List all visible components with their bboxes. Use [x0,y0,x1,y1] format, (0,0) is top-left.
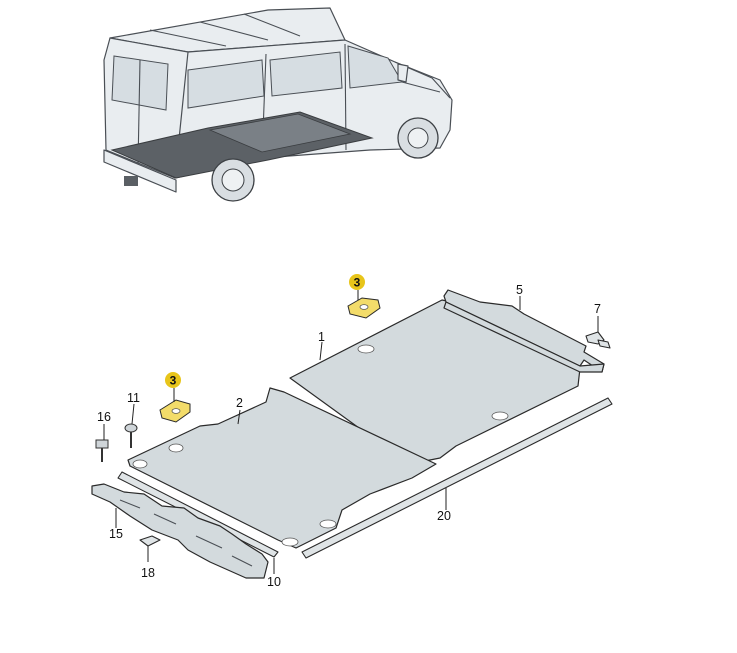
van-illustration [103,7,453,202]
part-1-cutout-b [491,411,509,421]
part-2-cutout-b [132,459,148,469]
callout-3a: 3 [170,374,177,388]
part-10-edge-strip [117,471,279,558]
callout-3b-badge [349,274,365,290]
part-16-bolt [95,439,109,462]
leader-2 [237,409,241,425]
part-20-trim-strip [301,397,613,559]
callout-3a-badge [165,372,181,388]
van-rear-bumper [103,149,177,193]
part-7-bracket-tab [597,339,611,349]
part-1-cutout-a [357,344,375,354]
part-15-front-trim [91,483,269,579]
callout-16: 16 [97,410,111,424]
callout-2: 2 [236,396,243,410]
part-5-rear-panel-lower [443,301,605,373]
callout-labels: 1 2 5 7 10 11 15 16 18 20 3 3 [97,274,601,589]
callout-18: 18 [141,566,155,580]
leader-11 [131,403,135,425]
part-2-cutout-d [281,537,299,547]
van-tow-hitch [124,176,138,186]
part-3-grommet-front-hole [171,408,181,414]
part-3-grommet-rear-hole [359,304,369,310]
van-cargo-floor-insert [208,113,352,153]
callout-1: 1 [318,330,325,344]
part-2-cutout-c [319,519,337,529]
callout-20: 20 [437,509,451,523]
callout-5: 5 [516,283,523,297]
van-rear-rim [221,168,245,192]
callout-15: 15 [109,527,123,541]
van-front-rim [407,127,429,149]
van-mirror [397,63,409,83]
van-side-window-mid [269,51,343,97]
callout-7: 7 [594,302,601,316]
floor-assembly [91,289,613,579]
part-18-clip [139,535,161,547]
part-2-cutout-a [168,443,184,453]
part-15-detail [119,499,253,567]
van-roof-ribs [149,13,301,47]
part-11-screw [124,423,138,448]
callout-11: 11 [127,391,140,405]
callout-3b: 3 [354,276,361,290]
leader-1 [319,341,323,361]
callout-10: 10 [267,575,281,589]
